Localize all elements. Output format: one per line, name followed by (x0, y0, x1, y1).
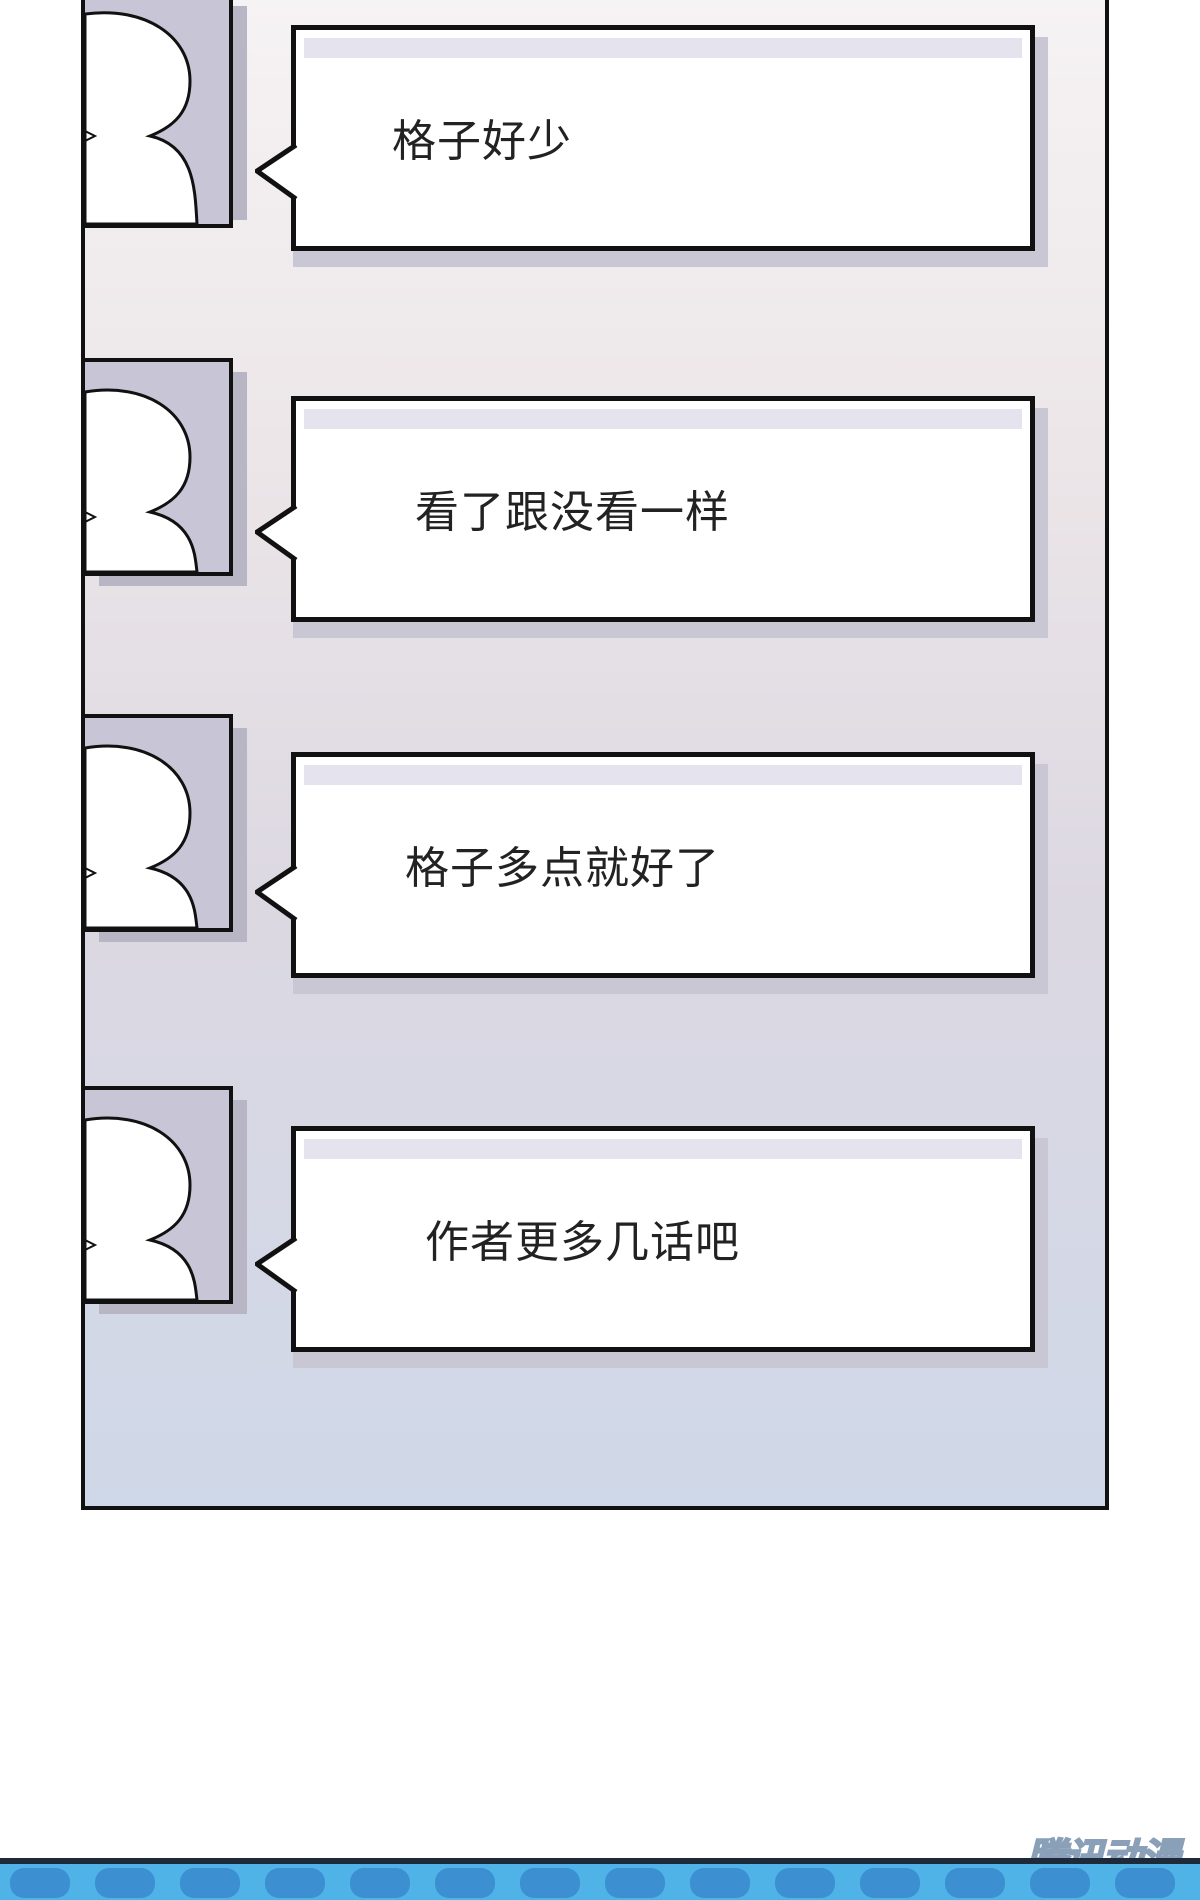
avatar-silhouette-icon (85, 744, 199, 928)
speech-tail-icon (255, 1236, 298, 1295)
comment-text: 格子好少 (392, 116, 572, 167)
avatar-silhouette-icon (85, 388, 199, 572)
avatar (85, 358, 247, 586)
comment-row: 格子多点就好了 (0, 714, 1200, 994)
comment-text: 看了跟没看一样 (415, 487, 730, 538)
speech-tail-icon (255, 864, 298, 923)
speech-tail-icon (255, 143, 298, 202)
comment-row: 作者更多几话吧 (0, 1086, 1200, 1368)
speech-bubble: 格子好少 (255, 25, 1055, 267)
speech-tail-icon (255, 504, 298, 563)
dot-pattern (0, 1864, 1200, 1900)
avatar (85, 1086, 247, 1314)
comment-row: 格子好少 (0, 0, 1200, 267)
speech-bubble: 作者更多几话吧 (255, 1126, 1055, 1368)
avatar-silhouette-icon (85, 1116, 199, 1300)
speech-bubble: 格子多点就好了 (255, 752, 1055, 994)
bottom-pattern-strip (0, 1858, 1200, 1900)
speech-bubble: 看了跟没看一样 (255, 396, 1055, 638)
comment-text: 作者更多几话吧 (425, 1217, 740, 1268)
avatar (85, 0, 247, 228)
comment-text: 格子多点就好了 (405, 843, 720, 894)
avatar-silhouette-icon (85, 11, 199, 224)
comment-row: 看了跟没看一样 (0, 358, 1200, 638)
avatar (85, 714, 247, 942)
